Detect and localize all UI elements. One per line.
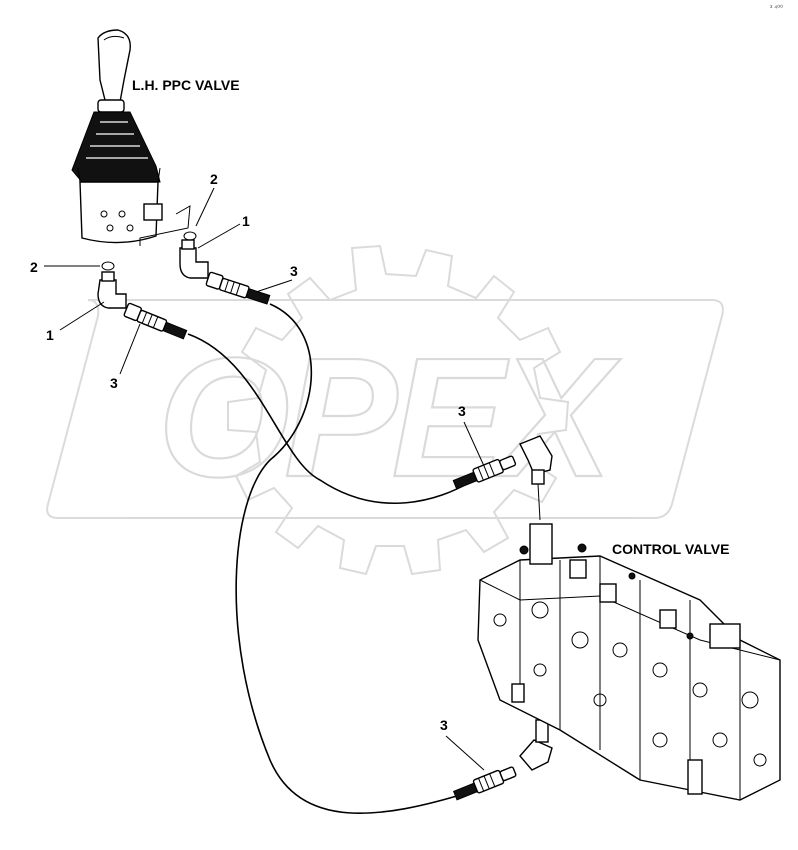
callout-2-left: 2 xyxy=(30,259,100,275)
svg-text:3: 3 xyxy=(458,403,466,419)
o-ring-left xyxy=(101,261,115,271)
control-valve-label: CONTROL VALVE xyxy=(612,541,729,557)
svg-text:2: 2 xyxy=(210,171,218,187)
callout-3-top: 3 xyxy=(255,263,298,293)
hose-end-left xyxy=(123,302,188,340)
hose-end-top xyxy=(205,271,271,305)
elbow-fitting-top xyxy=(179,239,209,279)
ppc-valve-joystick xyxy=(71,29,191,246)
ppc-valve-label: L.H. PPC VALVE xyxy=(132,77,240,93)
hose-line-lower xyxy=(235,303,471,815)
watermark-text: OPEX xyxy=(158,323,621,513)
callout-1-left: 1 xyxy=(46,301,105,343)
callout-3-bottom: 3 xyxy=(440,717,485,771)
svg-text:1: 1 xyxy=(242,213,250,229)
svg-text:3: 3 xyxy=(110,375,118,391)
svg-text:1: 1 xyxy=(46,327,54,343)
svg-text:3: 3 xyxy=(440,717,448,733)
control-valve-body xyxy=(477,555,781,801)
control-valve-block xyxy=(477,523,781,801)
o-ring-top xyxy=(183,231,197,241)
hose-end-control-lower xyxy=(452,766,517,801)
callout-3-left: 3 xyxy=(110,323,141,391)
hose-line-upper xyxy=(187,333,471,505)
joystick-collar xyxy=(97,99,125,113)
svg-text:2: 2 xyxy=(30,259,38,275)
callout-3-mid: 3 xyxy=(458,403,485,467)
joystick-boot xyxy=(71,111,161,183)
svg-text:3: 3 xyxy=(290,263,298,279)
corner-mark: ³ ⁴⁰⁰ xyxy=(770,4,783,12)
joystick-grip xyxy=(97,29,131,105)
watermark-banner xyxy=(46,299,724,519)
callout-1-top: 1 xyxy=(197,213,250,249)
elbow-fitting-left xyxy=(97,271,127,309)
elbow-fitting-control-lower xyxy=(519,719,553,771)
callout-2-top: 2 xyxy=(195,171,218,227)
opex-watermark: OPEX xyxy=(46,244,724,576)
hose-end-control-upper xyxy=(452,455,517,490)
